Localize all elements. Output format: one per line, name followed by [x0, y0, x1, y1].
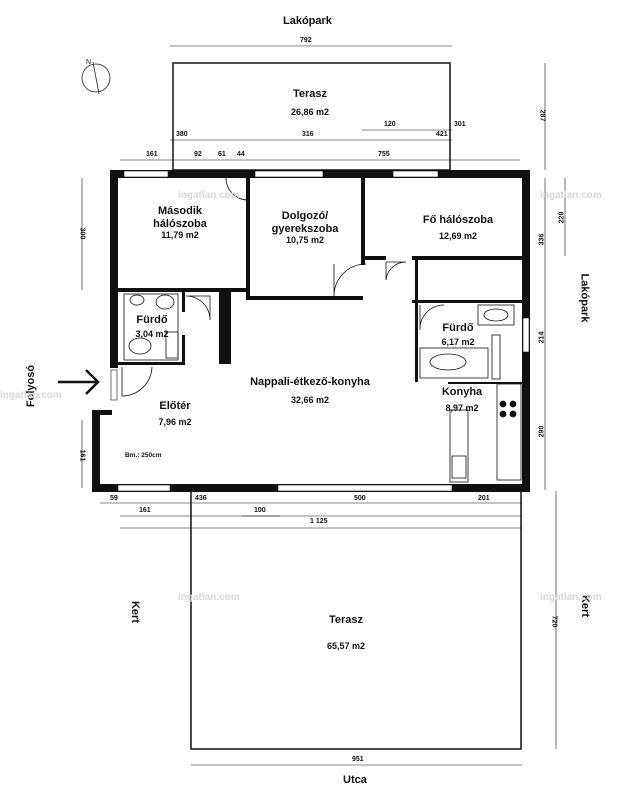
room-area: 32,66 m2 — [290, 394, 330, 405]
dimension-label: 1 125 — [310, 518, 328, 525]
watermark: ingatlan.com — [0, 390, 62, 401]
dimension-label: 220 — [558, 211, 566, 224]
watermark: ingatlan.com — [178, 592, 240, 603]
interior-walls — [118, 175, 524, 384]
room-area: 6,17 m2 — [441, 336, 475, 347]
windows — [110, 170, 530, 492]
room-area: 3,04 m2 — [135, 328, 169, 339]
room-name: Fő hálószoba — [422, 214, 494, 226]
top-side-label: Lakópark — [283, 15, 332, 27]
room-area: 26,86 m2 — [290, 106, 330, 117]
right-bath-fixtures — [419, 304, 515, 380]
room-name: Terasz — [292, 88, 328, 100]
room-study: Dolgozó/ gyerekszoba 10,75 m2 — [260, 210, 350, 246]
north-arrow-icon: N — [81, 59, 111, 95]
room-area: 11,79 m2 — [161, 230, 199, 241]
dimension-label: 214 — [538, 331, 546, 344]
room-area: 12,69 m2 — [438, 230, 478, 241]
kitchen-fixtures — [449, 383, 522, 483]
room-area: 10,75 m2 — [285, 235, 325, 246]
dimension-label: 792 — [300, 37, 312, 44]
room-hall: Előtér 7,96 m2 — [140, 400, 210, 427]
room-bath-right: Fürdő 6,17 m2 — [428, 322, 488, 347]
dimension-label: 755 — [378, 151, 390, 158]
dimension-label: 336 — [538, 233, 546, 246]
room-terrace-top: Terasz 26,86 m2 — [270, 88, 350, 117]
room-name: gyerekszoba — [271, 222, 339, 235]
bottom-side-label: Utca — [343, 774, 367, 786]
room-name: Fürdő — [136, 314, 168, 326]
dimension-label: 287 — [538, 109, 546, 122]
ceiling-height-note: Bm.: 250cm — [125, 452, 162, 459]
dimension-label: 301 — [454, 121, 466, 128]
room-name: Konyha — [441, 386, 483, 398]
dimension-label: 44 — [237, 151, 245, 158]
dimension-label: 290 — [538, 425, 546, 438]
dimension-label: 100 — [254, 507, 266, 514]
dimension-label: 500 — [354, 495, 366, 502]
room-kitchen: Konyha 8,97 m2 — [432, 386, 492, 413]
dimension-label: 316 — [302, 131, 314, 138]
room-name: Fürdő — [442, 322, 474, 334]
room-area: 8,97 m2 — [445, 402, 479, 413]
dimension-label: 720 — [550, 615, 558, 628]
room-terrace-bottom: Terasz 65,57 m2 — [306, 614, 386, 651]
dimension-label: 201 — [478, 495, 490, 502]
dimension-label: 61 — [218, 151, 226, 158]
door-swings — [121, 177, 445, 397]
left-garden-label: Kert — [129, 600, 142, 624]
room-bath-left: Fürdő 3,04 m2 — [124, 314, 180, 339]
watermark: ingatlan.com — [540, 592, 602, 603]
dimension-label: 951 — [352, 756, 364, 763]
room-area: 65,57 m2 — [326, 640, 366, 651]
dimension-label: 120 — [384, 121, 396, 128]
room-second-bedroom: Második hálószoba 11,79 m2 — [140, 205, 220, 241]
entry-arrow-icon — [58, 369, 100, 395]
room-name: Előtér — [159, 400, 191, 412]
room-name: Dolgozó/ — [281, 210, 329, 222]
dimension-label: 161 — [78, 449, 86, 462]
room-master-bedroom: Fő hálószoba 12,69 m2 — [408, 214, 508, 241]
right-side-label: Lakópark — [578, 273, 591, 323]
watermark: ingatlan.com — [540, 190, 602, 201]
dimension-label: 92 — [194, 151, 202, 158]
svg-text:N: N — [86, 59, 91, 66]
dimension-label: 300 — [78, 227, 86, 240]
room-area: 7,96 m2 — [158, 416, 192, 427]
room-name: hálószoba — [153, 217, 207, 230]
dimension-label: 161 — [139, 507, 151, 514]
dimension-label: 161 — [146, 151, 158, 158]
dimension-lines — [81, 45, 566, 766]
room-name: Nappali-étkező-konyha — [250, 376, 370, 388]
dimension-label: 59 — [110, 495, 118, 502]
dimension-label: 436 — [195, 495, 207, 502]
watermark: ingatlan.com — [178, 190, 240, 201]
left-bath-fixtures — [123, 293, 179, 361]
room-name: Terasz — [328, 614, 364, 626]
room-living: Nappali-étkező-konyha 32,66 m2 — [240, 376, 380, 405]
dimension-label: 380 — [176, 131, 188, 138]
dimension-label: 421 — [436, 131, 448, 138]
room-name: Második — [157, 205, 202, 217]
